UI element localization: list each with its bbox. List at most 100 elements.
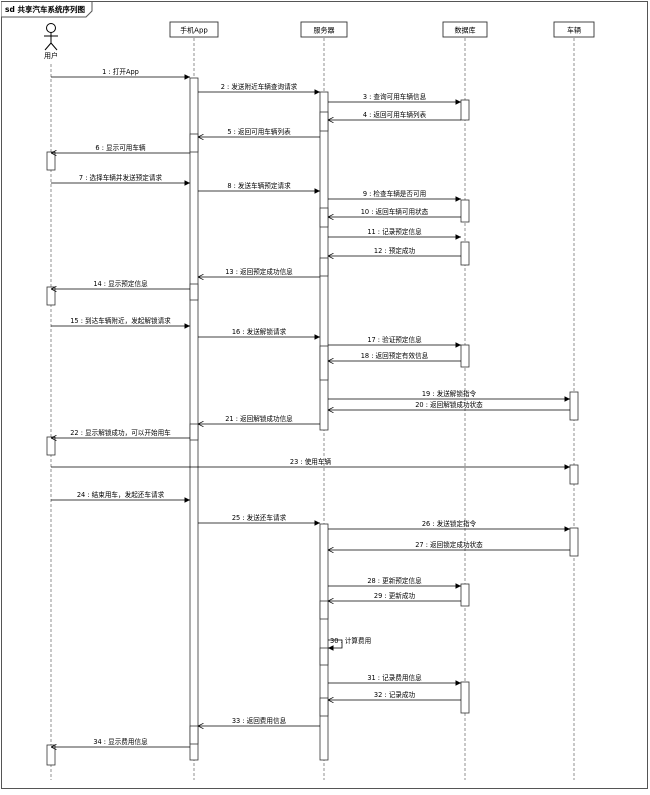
participant-box: [169, 21, 219, 38]
participant-box: [553, 21, 595, 38]
message-label: 18 : 返回预定有效信息: [361, 351, 429, 360]
message-4: 4 : 返回可用车辆列表: [328, 110, 461, 120]
activation-bar-server: [319, 345, 329, 381]
message-7: 7 : 选择车辆并发送预定请求: [51, 173, 190, 186]
participant-heads: 手机App 服务器 数据库 车辆: [169, 21, 595, 38]
message-label: 14 : 显示预定信息: [93, 279, 148, 288]
message-label: 32 : 记录成功: [374, 690, 416, 699]
participant-label: 手机App: [180, 26, 208, 35]
message-label: 19 : 发送解锁指令: [422, 389, 477, 398]
activation-bar-db: [460, 583, 470, 607]
participant-server: 服务器: [300, 21, 348, 38]
activation-bar-server: [319, 600, 329, 620]
participant-car: 车辆: [553, 21, 595, 38]
message-label: 27 : 返回锁定成功状态: [415, 540, 483, 549]
message-6: 6 : 显示可用车辆: [51, 143, 190, 153]
message-label: 21 : 返回解锁成功信息: [225, 414, 293, 423]
activation-bar-server: [319, 257, 329, 277]
message-26: 26 : 发送锁定指令: [328, 519, 570, 532]
message-33: 33 : 返回费用信息: [198, 716, 320, 726]
message-label: 11 : 记录预定信息: [367, 227, 422, 236]
message-22: 22 : 显示解锁成功，可以开始用车: [51, 428, 190, 438]
message-label: 33 : 返回费用信息: [232, 716, 287, 725]
message-label: 25 : 发送还车请求: [232, 513, 287, 522]
message-label: 2 : 发送附近车辆查询请求: [221, 82, 298, 91]
message-label: 9 : 检查车辆是否可用: [363, 189, 426, 198]
activation-bar-server: [319, 111, 329, 132]
message-label: 4 : 返回可用车辆列表: [363, 110, 427, 119]
message-31: 31 : 记录费用信息: [328, 673, 461, 686]
activation-bar-db: [460, 344, 470, 368]
message-label: 23 : 使用车辆: [290, 457, 332, 466]
message-label: 31 : 记录费用信息: [367, 673, 422, 682]
message-15: 15 : 到达车辆附近，发起解锁请求: [51, 316, 190, 329]
participant-box: [300, 21, 348, 38]
activation-bar-app: [189, 283, 199, 301]
message-label: 7 : 选择车辆并发送预定请求: [79, 173, 163, 182]
message-27: 27 : 返回锁定成功状态: [328, 540, 570, 550]
activation-bar-app: [189, 725, 199, 745]
message-label: 22 : 显示解锁成功，可以开始用车: [70, 428, 171, 437]
message-13: 13 : 返回预定成功信息: [198, 267, 320, 277]
message-1: 1 : 打开App: [51, 67, 190, 80]
participant-label: 数据库: [455, 26, 476, 35]
activation-bar-user: [46, 286, 56, 306]
participant-app: 手机App: [169, 21, 219, 38]
message-label: 17 : 验证预定信息: [367, 335, 422, 344]
participant-label: 车辆: [567, 26, 581, 35]
frame-title-tab: [1, 1, 93, 18]
message-18: 18 : 返回预定有效信息: [328, 351, 461, 361]
activation-bar-db: [460, 241, 470, 266]
activation-bar-server: [319, 523, 329, 761]
message-label: 12 : 预定成功: [374, 246, 416, 255]
activation-bar-user: [46, 151, 56, 171]
message-label: 10 : 返回车辆可用状态: [361, 207, 429, 216]
activation-bar-app: [189, 423, 199, 441]
message-29: 29 : 更新成功: [328, 591, 461, 601]
message-12: 12 : 预定成功: [328, 246, 461, 256]
participant-db: 数据库: [442, 21, 488, 38]
message-23: 23 : 使用车辆: [51, 457, 570, 470]
participant-label: 服务器: [314, 26, 335, 35]
message-label: 30 : 计算费用: [330, 636, 371, 645]
message-label: 26 : 发送锁定指令: [422, 519, 477, 528]
message-5: 5 : 返回可用车辆列表: [198, 127, 320, 137]
message-16: 16 : 发送解锁请求: [198, 327, 320, 340]
participant-box: [442, 21, 488, 38]
message-34: 34 : 显示费用信息: [51, 737, 190, 747]
actor-label: 用户: [44, 51, 58, 60]
message-14: 14 : 显示预定信息: [51, 279, 190, 289]
activation-bar-db: [460, 681, 470, 714]
message-9: 9 : 检查车辆是否可用: [328, 189, 461, 202]
message-label: 20 : 返回解锁成功状态: [415, 400, 483, 409]
message-10: 10 : 返回车辆可用状态: [328, 207, 461, 217]
message-17: 17 : 验证预定信息: [328, 335, 461, 348]
message-label: 15 : 到达车辆附近，发起解锁请求: [70, 316, 171, 325]
message-21: 21 : 返回解锁成功信息: [198, 414, 320, 424]
frame-title: sd 共享汽车系统序列图: [5, 4, 85, 14]
activation-bar-db: [460, 199, 470, 223]
message-label: 3 : 查询可用车辆信息: [363, 92, 427, 101]
message-8: 8 : 发送车辆预定请求: [198, 181, 320, 194]
message-28: 28 : 更新预定信息: [328, 576, 461, 589]
message-label: 8 : 发送车辆预定请求: [227, 181, 291, 190]
activation-bar-server: [319, 207, 329, 228]
message-3: 3 : 查询可用车辆信息: [328, 92, 461, 105]
message-25: 25 : 发送还车请求: [198, 513, 320, 526]
message-24: 24 : 结束用车，发起还车请求: [51, 490, 190, 503]
activation-bar-user: [46, 436, 56, 456]
activation-bar-app: [189, 133, 199, 153]
message-label: 5 : 返回可用车辆列表: [227, 127, 291, 136]
activation-bar-app: [189, 77, 199, 761]
message-label: 24 : 结束用车，发起还车请求: [77, 490, 165, 499]
activation-bar-car: [569, 527, 579, 557]
activation-bar-server: [319, 647, 329, 666]
activation-bar-car: [569, 391, 579, 421]
message-label: 29 : 更新成功: [374, 591, 416, 600]
activation-bar-db: [460, 99, 470, 121]
activation-bar-server: [319, 697, 329, 717]
message-32: 32 : 记录成功: [328, 690, 461, 700]
